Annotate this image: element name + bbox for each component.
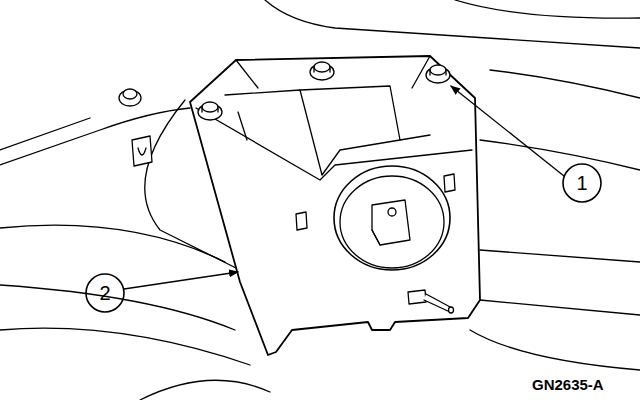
plate-rib [196,56,472,180]
callout-circle [86,164,601,312]
callout-number: 1 [564,165,600,201]
stud [408,290,454,313]
access-hole [334,166,450,270]
leader-line [124,86,564,289]
bracket-plate [190,56,480,355]
u-clip [132,136,152,166]
callout-number: 2 [87,275,123,311]
figure-code: GN2635-A [532,376,604,393]
bolt [198,62,450,120]
